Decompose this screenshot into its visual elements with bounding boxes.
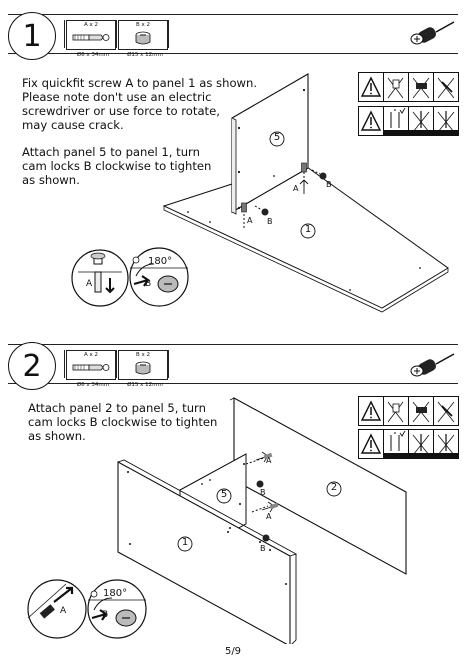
callout-a: A [293,184,299,193]
panel-5-label: 5 [220,489,228,500]
screw-a-icon [72,34,110,41]
callout-b: B [326,180,332,189]
panel-2-label: 2 [330,482,338,493]
panel-1-label: 1 [181,537,189,548]
callout-a: A [247,216,253,225]
part-a-size: Ø6 x 34mm [76,52,110,58]
part-b-box: B x 2 Ø15 x 12mm [118,350,168,388]
parts-divider [64,20,65,48]
parts-divider [116,350,117,378]
parts-divider [116,20,117,48]
warning-row-1 [358,396,460,428]
screwdriver-icon [410,21,455,45]
part-b-count: B x 2 [135,352,151,358]
step-1-header-bar [8,14,458,54]
detail-screw-a [27,579,87,639]
screw-a-icon [72,364,110,371]
step-2-instruction: Attach panel 2 to panel 5, turn cam lock… [28,401,218,443]
detail-callout-b: B [102,610,109,620]
panel-1-label: 1 [304,224,312,235]
detail-cam-lock-b [129,247,189,307]
warning-row-2 [358,106,460,138]
warning-row-1 [358,72,460,104]
part-a-size: Ø6 x 34mm [76,382,110,388]
warning-triangle-icon [358,72,459,102]
step-2-number: 2 [8,342,56,390]
warning-row-2 [358,429,460,461]
part-b-box: B x 2 Ø15 x 12mm [118,20,168,58]
parts-divider [168,20,169,48]
cam-lock-b-icon [135,31,151,45]
part-b-size: Ø15 x 12mm [127,52,163,58]
part-b-count: B x 2 [135,22,151,28]
rotation-label: 180° [148,256,173,267]
callout-a: A [266,512,272,521]
detail-callout-a: A [60,606,67,616]
detail-callout-b: B [145,279,152,289]
part-a-count: A x 2 [83,22,98,28]
callout-b: B [260,544,266,553]
cam-lock-b-icon [135,361,151,375]
detail-cam-lock-b [87,579,147,639]
parts-divider [64,350,65,378]
detail-screw-a [71,249,129,307]
callout-a: A [266,456,272,465]
rotation-label: 180° [103,588,128,599]
part-a-box: A x 2 Ø6 x 34mm [66,350,116,388]
part-a-count: A x 2 [83,352,98,358]
step-1-instruction-2: Attach panel 5 to panel 1, turn cam lock… [22,145,212,187]
parts-divider [168,350,169,378]
screwdriver-icon [410,353,455,377]
step-1-diagram [162,73,449,313]
warning-triangle-icon [358,429,459,459]
warning-triangle-icon [358,396,459,426]
part-a-box: A x 2 Ø6 x 34mm [66,20,116,58]
callout-b: B [260,488,266,497]
page-number: 5/9 [224,646,242,657]
panel-5-label: 5 [273,132,281,143]
warning-triangle-icon [358,106,459,136]
step-2-header-bar [8,344,458,384]
step-2-diagram [117,397,407,644]
callout-b: B [267,217,273,226]
step-2-header: 2 A x 2 Ø6 x 34mm B x 2 Ø15 x 12mm [8,342,458,394]
step-1-number: 1 [8,12,56,60]
step-1-instruction-1: Fix quickfit screw A to panel 1 as shown… [22,76,258,132]
step-1-header: 1 A x 2 Ø6 x 34mm B x 2 Ø15 x 12mm [8,12,458,64]
detail-callout-a: A [86,279,93,289]
part-b-size: Ø15 x 12mm [127,382,163,388]
